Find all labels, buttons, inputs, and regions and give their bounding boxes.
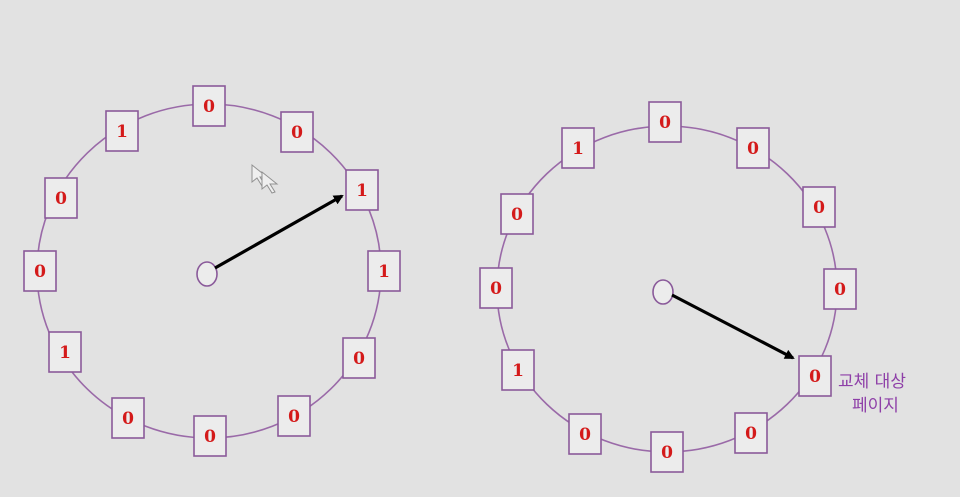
reference-bit: 1	[572, 139, 584, 159]
reference-bit: 0	[809, 367, 821, 387]
frame-box	[277, 395, 311, 437]
clock-right-frame-2: 0	[802, 186, 836, 228]
frame-box	[193, 415, 227, 457]
clock-left-frame-6: 0	[193, 415, 227, 457]
frame-box	[798, 355, 832, 397]
frame-box	[48, 331, 82, 373]
reference-bit: 0	[353, 349, 365, 369]
reference-bit: 0	[204, 427, 216, 447]
clock-right-frame-1: 0	[736, 127, 770, 169]
frame-box	[280, 111, 314, 153]
reference-bit: 0	[490, 279, 502, 299]
clock-right-frame-8: 1	[501, 349, 535, 391]
reference-bit: 0	[747, 139, 759, 159]
reference-bit: 0	[511, 205, 523, 225]
reference-bit: 0	[55, 189, 67, 209]
frame-box	[650, 431, 684, 473]
mouse-cursor-icon	[251, 163, 279, 194]
clock-right-frame-3: 0	[823, 268, 857, 310]
replacement-label-line2: 페이지	[852, 396, 899, 416]
clock-left-frame-8: 1	[48, 331, 82, 373]
frame-box	[823, 268, 857, 310]
reference-bit: 0	[834, 280, 846, 300]
clock-left-frame-1: 0	[280, 111, 314, 153]
clock-right-frame-6: 0	[650, 431, 684, 473]
clock-right-frame-10: 0	[500, 193, 534, 235]
clock-left-frame-3: 1	[367, 250, 401, 292]
clock-left-frame-0: 0	[192, 85, 226, 127]
clock-right: 0 0 0 0 0 0 0 0 1 0 0 1	[479, 101, 857, 473]
frame-box	[367, 250, 401, 292]
clock-right-pointer-arrow	[671, 293, 795, 360]
clock-right-center	[652, 279, 674, 305]
reference-bit: 0	[745, 424, 757, 444]
reference-bit: 0	[288, 407, 300, 427]
reference-bit: 0	[122, 409, 134, 429]
frame-box	[23, 250, 57, 292]
clock-left-frame-11: 1	[105, 110, 139, 152]
reference-bit: 0	[579, 425, 591, 445]
clock-right-frame-0: 0	[648, 101, 682, 143]
clock-left-frame-2: 1	[345, 169, 379, 211]
frame-box	[500, 193, 534, 235]
frame-box	[736, 127, 770, 169]
reference-bit: 1	[59, 343, 71, 363]
frame-box	[479, 267, 513, 309]
reference-bit: 0	[291, 123, 303, 143]
reference-bit: 1	[116, 122, 128, 142]
frame-box	[802, 186, 836, 228]
reference-bit: 0	[813, 198, 825, 218]
frame-box	[561, 127, 595, 169]
reference-bit: 0	[659, 113, 671, 133]
frame-box	[734, 412, 768, 454]
clock-right-frame-11: 1	[561, 127, 595, 169]
frame-box	[111, 397, 145, 439]
clock-left-frame-5: 0	[277, 395, 311, 437]
reference-bit: 0	[34, 262, 46, 282]
reference-bit: 0	[661, 443, 673, 463]
clock-left-frame-10: 0	[44, 177, 78, 219]
clock-left-pointer-arrow	[214, 194, 344, 270]
clock-right-frame-9: 0	[479, 267, 513, 309]
frame-box	[105, 110, 139, 152]
clock-right-frame-5: 0	[734, 412, 768, 454]
frame-box	[44, 177, 78, 219]
replacement-label-line1: 교체 대상	[838, 372, 906, 392]
clock-left-frame-7: 0	[111, 397, 145, 439]
reference-bit: 1	[512, 361, 524, 381]
clock-left-frame-9: 0	[23, 250, 57, 292]
reference-bit: 1	[356, 181, 368, 201]
clock-left: 0 0 1 1 0 0 0 0 1 0 0 1	[23, 85, 401, 457]
clock-right-frame-4: 0	[798, 355, 832, 397]
frame-box	[568, 413, 602, 455]
clock-left-center	[196, 261, 218, 287]
reference-bit: 0	[203, 97, 215, 117]
frame-box	[342, 337, 376, 379]
clock-left-frame-4: 0	[342, 337, 376, 379]
frame-box	[501, 349, 535, 391]
frame-box	[648, 101, 682, 143]
frame-box	[345, 169, 379, 211]
clock-right-frame-7: 0	[568, 413, 602, 455]
frame-box	[192, 85, 226, 127]
reference-bit: 1	[378, 262, 390, 282]
